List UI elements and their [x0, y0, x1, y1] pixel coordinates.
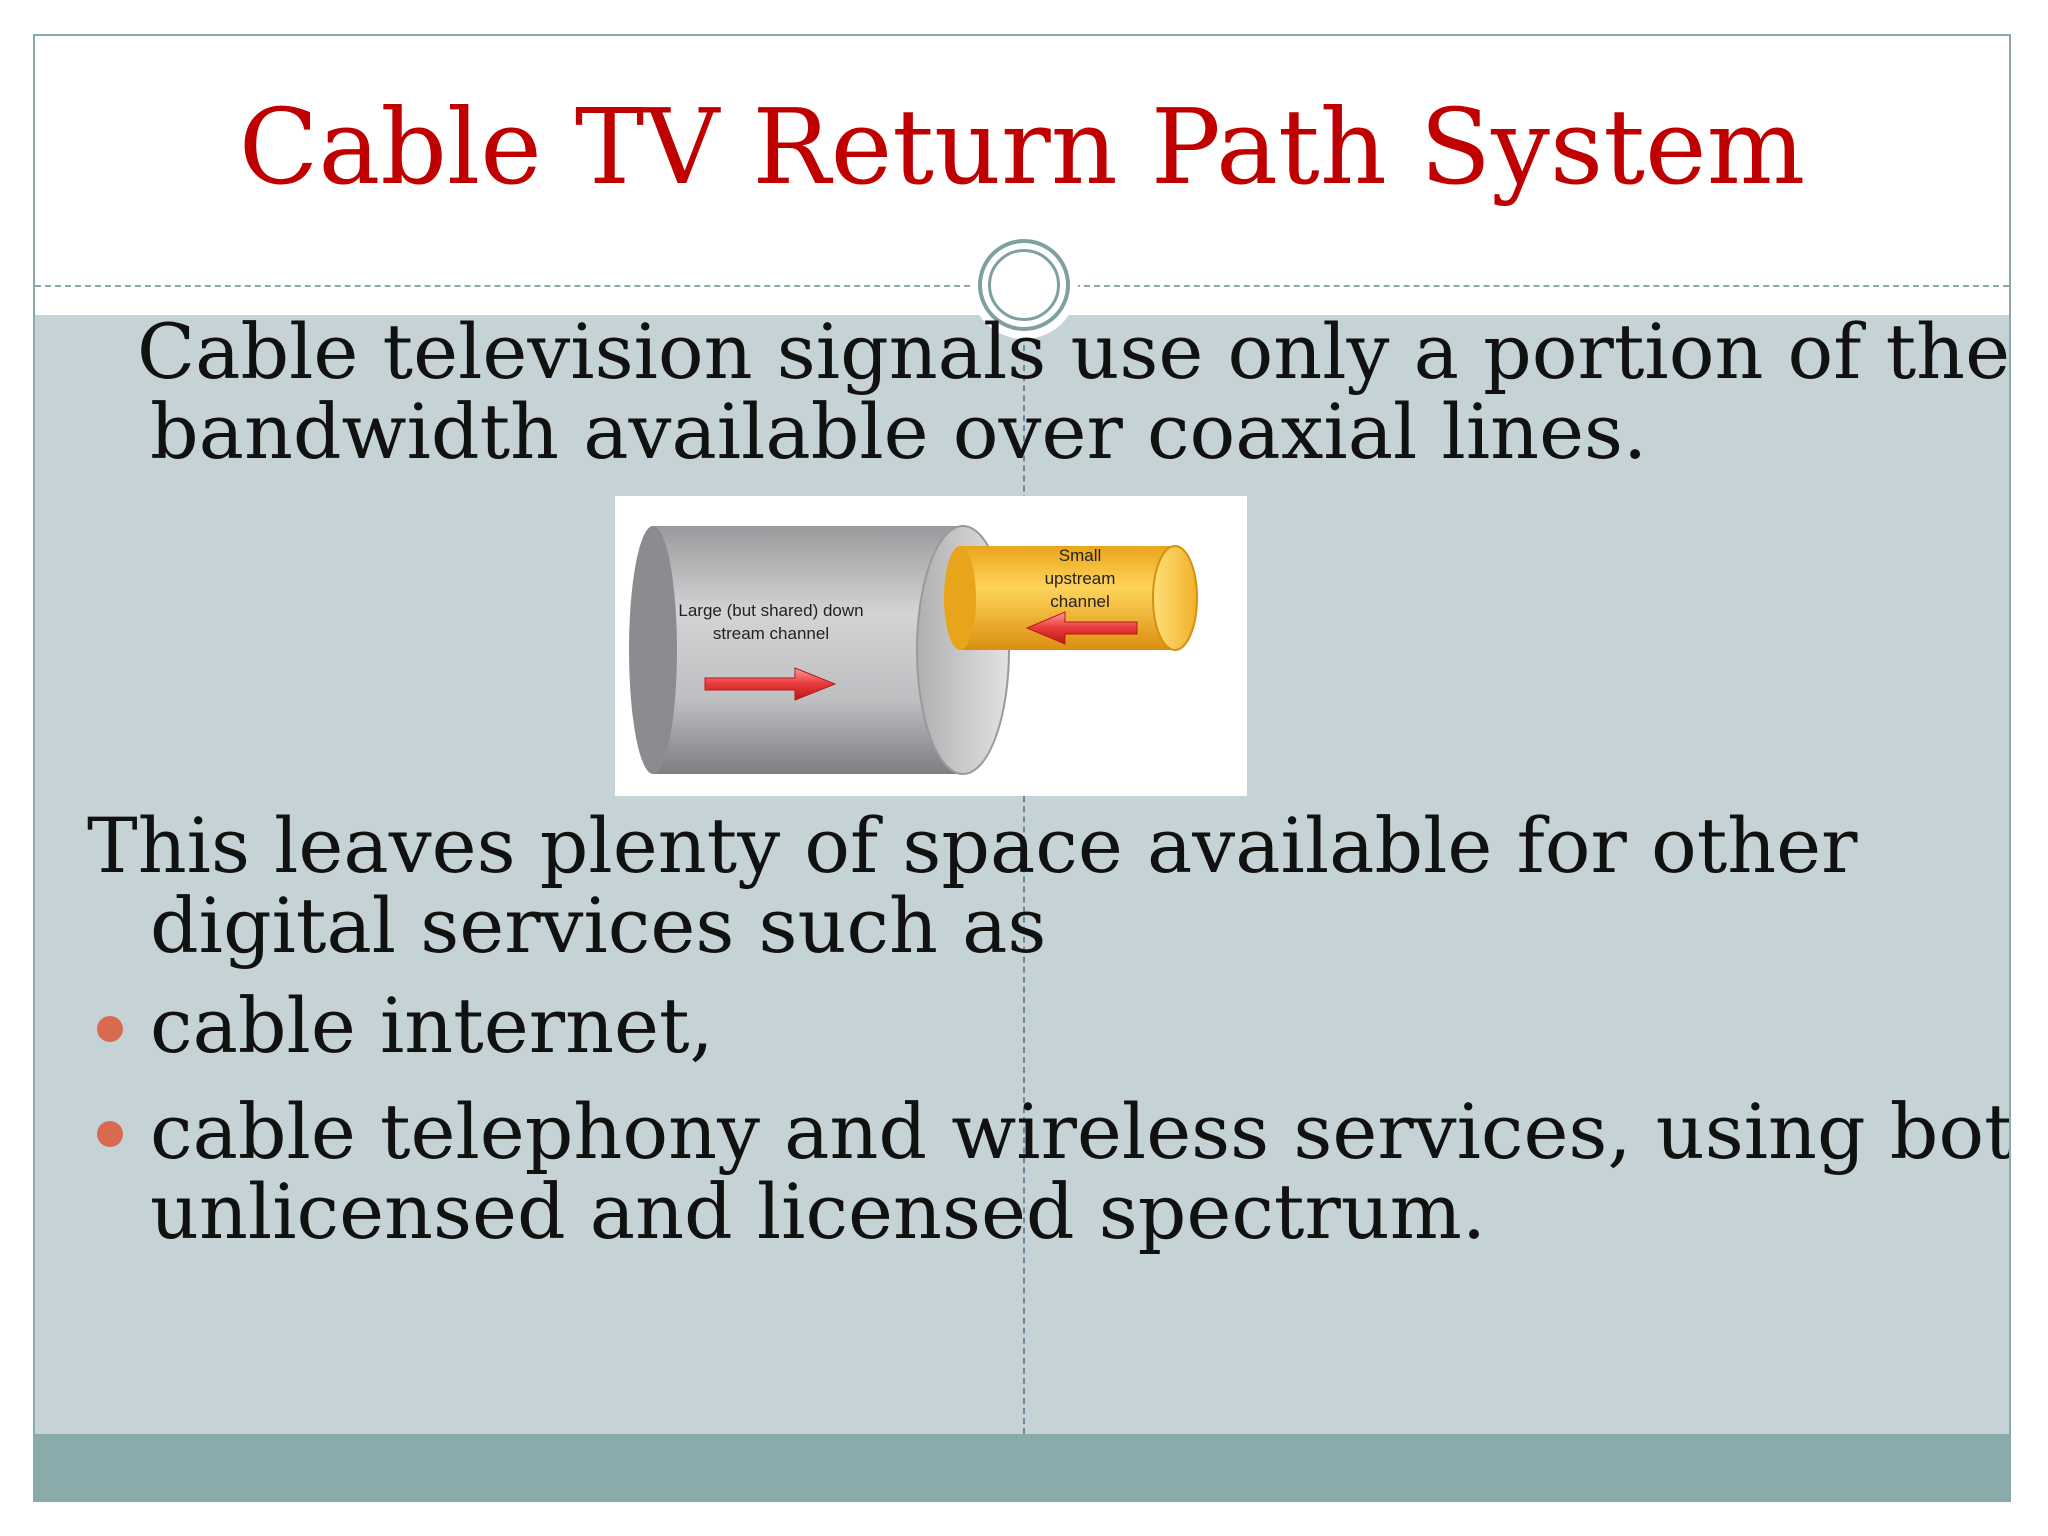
- slide-title: Cable TV Return Path System: [238, 86, 1806, 208]
- bullet-item-2-line-1: cable telephony and wireless services, u…: [150, 1087, 2011, 1176]
- downstream-label-line-1: Large (but shared) down: [678, 601, 863, 620]
- downstream-label-line-2: stream channel: [713, 624, 829, 643]
- downstream-arrow-icon: [704, 667, 837, 701]
- bullet-item-2-line-2: unlicensed and licensed spectrum.: [150, 1167, 1486, 1256]
- upstream-label-line-2: upstream: [1045, 569, 1116, 588]
- paragraph-2-line-2: digital services such as: [150, 881, 1047, 970]
- bullet-dot-icon: [97, 1016, 123, 1042]
- bullet-item-1: cable internet,: [150, 981, 714, 1070]
- slide: Cable TV Return Path System Cable televi…: [33, 34, 2011, 1502]
- bullet-dot-icon: [97, 1121, 123, 1147]
- ornament-outer-ring: [978, 239, 1070, 331]
- center-guide-line: [1023, 315, 1025, 1434]
- coaxial-bandwidth-diagram: Large (but shared) down stream channel S…: [615, 496, 1247, 796]
- upstream-label-line-1: Small: [1059, 546, 1102, 565]
- upstream-label-line-3: channel: [1050, 592, 1110, 611]
- diagram-svg: Large (but shared) down stream channel S…: [629, 525, 1198, 775]
- footer-bar: [35, 1434, 2009, 1500]
- paragraph-1-line-1: Cable television signals use only a port…: [137, 307, 2011, 396]
- upstream-arrow-icon: [1025, 611, 1138, 645]
- ornament-inner-ring: [988, 249, 1060, 321]
- paragraph-1-line-2: bandwidth available over coaxial lines.: [150, 387, 1648, 476]
- paragraph-2-line-1: This leaves plenty of space available fo…: [87, 801, 1858, 890]
